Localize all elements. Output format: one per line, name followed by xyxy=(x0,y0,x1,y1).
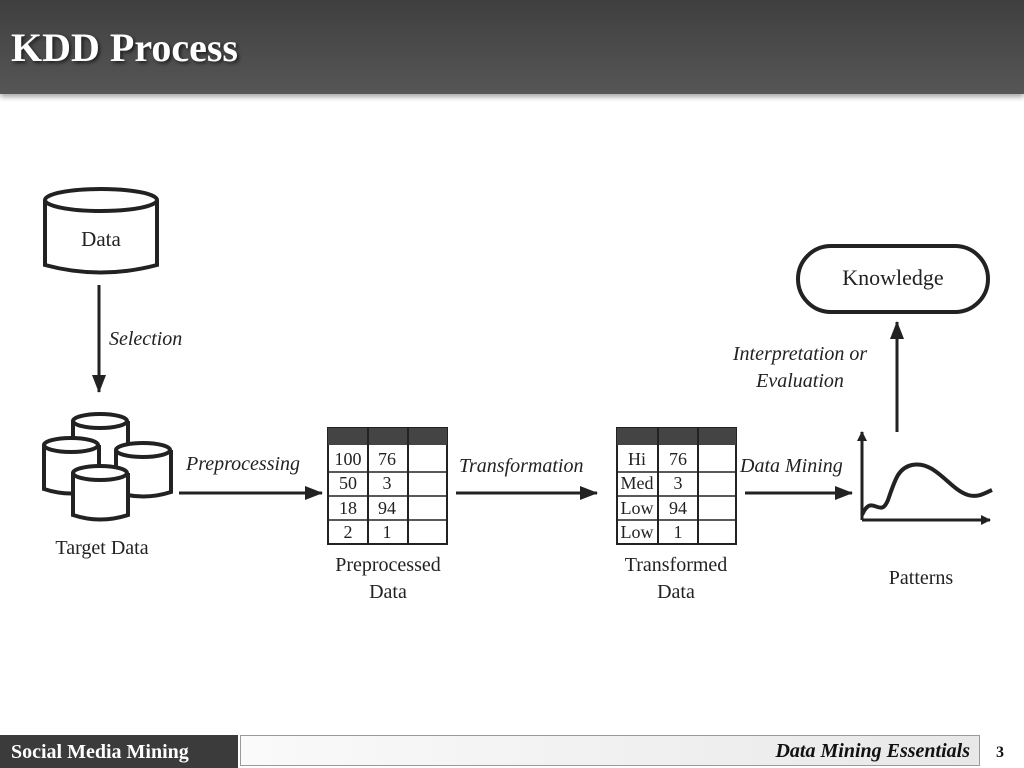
step-selection-label: Selection xyxy=(109,328,182,350)
table-cell: Low xyxy=(621,498,654,518)
table-cell: 3 xyxy=(383,473,392,493)
node-transformed-data-label: Transformed xyxy=(625,554,728,576)
node-patterns-label: Patterns xyxy=(889,567,954,589)
transformed-data-table xyxy=(616,427,737,545)
step-data-mining-label: Data Mining xyxy=(739,455,843,477)
page-title: KDD Process xyxy=(11,25,238,70)
table-cell: 76 xyxy=(669,449,687,469)
preprocessed-data-table xyxy=(327,427,448,545)
step-transformation-label: Transformation xyxy=(459,455,583,477)
step-interpretation-label: Evaluation xyxy=(755,370,844,392)
title-bar: KDD Process xyxy=(0,0,1024,94)
table-cell: 76 xyxy=(378,449,396,469)
table-cell: 1 xyxy=(383,522,392,542)
node-transformed-data-label: Data xyxy=(657,581,695,603)
node-target-data-label: Target Data xyxy=(55,537,148,559)
node-knowledge-label: Knowledge xyxy=(842,265,943,290)
footer-course-badge: Social Media Mining xyxy=(0,735,238,768)
node-preprocessed-data-label: Preprocessed xyxy=(335,554,441,576)
step-preprocessing-label: Preprocessing xyxy=(185,453,300,475)
table-cell: 94 xyxy=(669,498,687,518)
footer-chapter-title: Data Mining Essentials xyxy=(775,740,970,762)
target-data-database-icon xyxy=(42,412,173,522)
knowledge-box xyxy=(796,244,990,314)
node-data-label: Data xyxy=(81,227,121,251)
page-number: 3 xyxy=(996,744,1004,761)
table-cell: 18 xyxy=(339,498,357,518)
table-cell: 1 xyxy=(674,522,683,542)
table-cell: 3 xyxy=(674,473,683,493)
table-cell: 50 xyxy=(339,473,357,493)
table-cell: Low xyxy=(621,522,654,542)
table-cell: 2 xyxy=(344,522,353,542)
patterns-plot-icon xyxy=(857,431,993,525)
table-cell: 100 xyxy=(335,449,362,469)
data-database-icon xyxy=(43,187,159,275)
footer-course-title: Social Media Mining xyxy=(11,741,189,763)
table-cell: Hi xyxy=(628,449,646,469)
table-cell: Med xyxy=(621,473,654,493)
node-preprocessed-data-label: Data xyxy=(369,581,407,603)
footer-chapter-bar: Data Mining Essentials xyxy=(240,735,980,766)
table-cell: 94 xyxy=(378,498,396,518)
step-interpretation-label: Interpretation or xyxy=(732,343,867,365)
